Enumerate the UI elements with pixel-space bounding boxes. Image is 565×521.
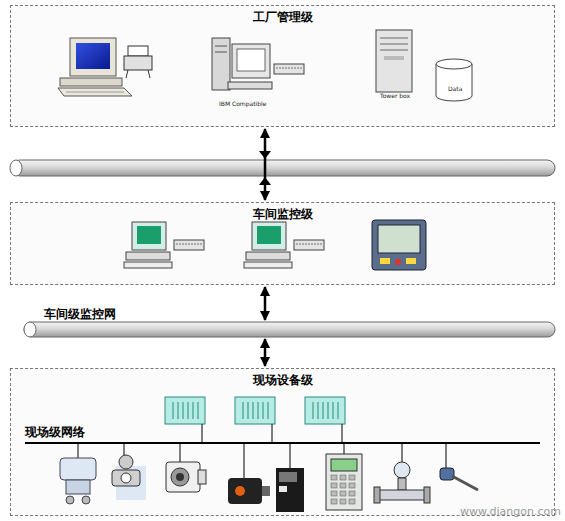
device-caption: Tower box <box>380 92 410 99</box>
servo-motor <box>228 478 270 504</box>
valve-actuator <box>60 458 96 504</box>
valve-actuator <box>112 455 146 500</box>
printer-icon <box>274 64 304 74</box>
network-label: 现场级网络 <box>25 425 85 439</box>
pc-icon <box>58 38 132 96</box>
network-pipe <box>10 160 555 176</box>
level-panel: 现场设备级 <box>10 368 555 516</box>
device-caption: Data <box>448 85 462 92</box>
printer-icon <box>174 240 204 250</box>
level-heading: 现场设备级 <box>11 372 554 389</box>
pc-icon <box>124 222 172 268</box>
pc-icon <box>244 222 292 268</box>
network-label: 现场级网络 <box>25 421 85 441</box>
link-arrow <box>264 129 267 200</box>
temperature-sensor <box>440 468 478 490</box>
device-caption: IBM Compatible <box>219 100 266 107</box>
drive-unit <box>276 468 304 512</box>
level-heading: 车间监控级 <box>11 206 554 223</box>
printer-icon <box>294 240 324 250</box>
flow-meter <box>374 462 430 503</box>
device-caption: IBM Compatible <box>219 91 266 110</box>
level-heading: 工厂管理级 <box>11 9 554 26</box>
device-caption: Data <box>448 76 462 95</box>
level-heading: 车间级监控网 <box>44 306 116 323</box>
pc-icon <box>212 38 272 90</box>
watermark: www.diangon.com <box>460 505 561 518</box>
hmi-panel <box>372 220 426 270</box>
server-tower <box>376 30 412 92</box>
level-panel: 车间监控级 <box>10 202 555 285</box>
io-module <box>165 397 345 424</box>
device-caption: Tower box <box>380 83 410 102</box>
level-panel: 工厂管理级 <box>10 5 555 127</box>
link-arrow <box>264 287 267 320</box>
operator-panel <box>326 454 362 510</box>
fieldbus-line <box>25 442 540 444</box>
network-band: 车间级监控网 <box>24 322 555 337</box>
link-arrow <box>264 339 267 366</box>
camera-sensor <box>166 462 206 492</box>
watermark: www.diangon.com <box>460 500 561 519</box>
database-cylinder <box>436 59 472 101</box>
printer-icon <box>124 46 152 78</box>
network-pipe <box>24 322 555 337</box>
